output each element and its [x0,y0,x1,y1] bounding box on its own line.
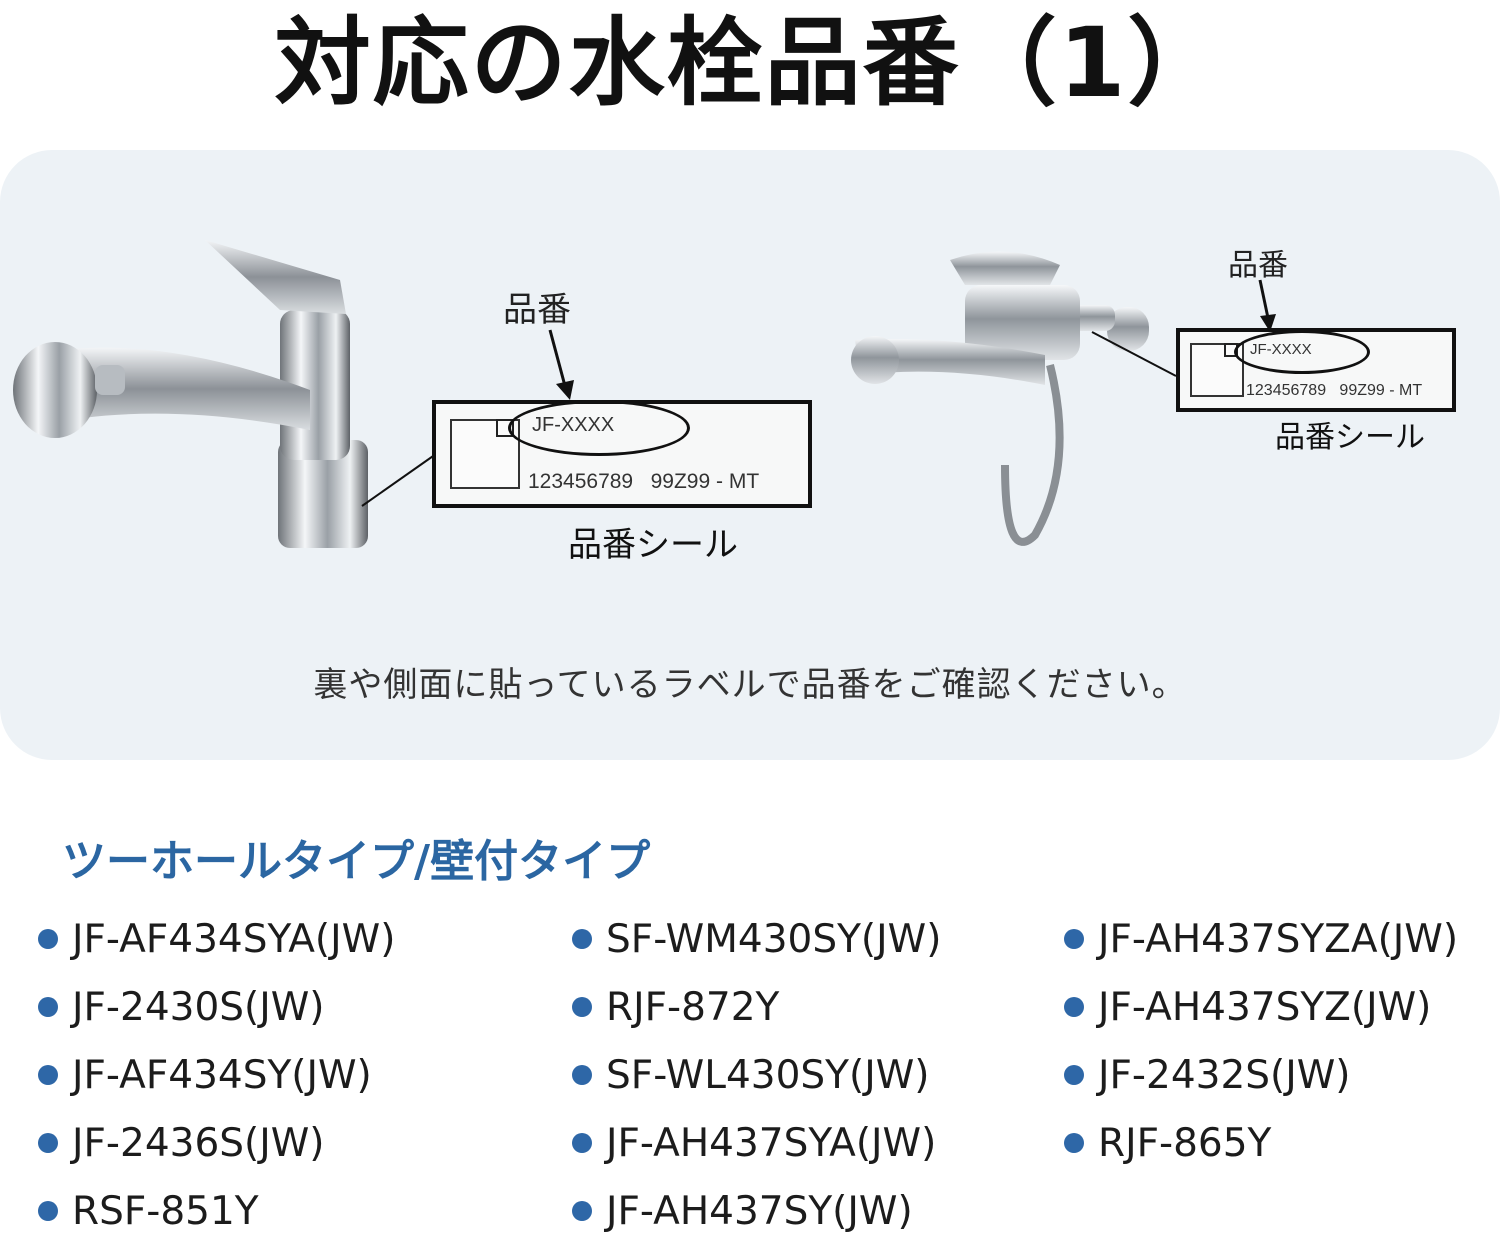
bullet-icon [38,1201,58,1221]
product-label-caption-right: 品番シール [1275,420,1425,455]
list-item: JF-AF434SYA(JW) [38,905,395,973]
page-title: 対応の水栓品番（1） [274,7,1226,119]
bullet-icon [38,929,58,949]
leader-line-left [361,453,437,507]
product-label-sticker-left: JF-XXXX 123456789 99Z99 - MT [432,400,812,508]
list-item: RJF-872Y [572,973,941,1041]
product-number-tag-right: 品番 [1228,248,1288,283]
wall-mount-faucet-image [851,251,1149,546]
section-heading: ツーホールタイプ/壁付タイプ [62,836,651,887]
bullet-icon [572,1201,592,1221]
list-item: JF-2436S(JW) [38,1109,395,1177]
list-item: JF-AH437SYZ(JW) [1064,973,1458,1041]
bullet-icon [38,997,58,1017]
list-item: JF-2432S(JW) [1064,1041,1458,1109]
pullout-faucet-image [13,240,368,548]
label-code: JF-XXXX [1250,341,1312,358]
list-item: JF-AH437SYA(JW) [572,1109,941,1177]
bullet-icon [572,997,592,1017]
product-label-caption-left: 品番シール [568,525,738,565]
list-item: JF-AF434SY(JW) [38,1041,395,1109]
bullet-icon [1064,997,1084,1017]
leader-line-right [1091,331,1177,377]
label-serial: 123456789 99Z99 - MT [1246,382,1423,399]
bullet-icon [1064,1133,1084,1153]
pointer-arrow-left [548,329,574,400]
code-highlight-oval [1234,330,1370,374]
label-code: JF-XXXX [532,414,615,436]
list-item: RJF-865Y [1064,1109,1458,1177]
list-item: SF-WM430SY(JW) [572,905,941,973]
list-item: JF-AH437SY(JW) [572,1177,941,1245]
model-list-column-1: JF-AF434SYA(JW) JF-2430S(JW) JF-AF434SY(… [38,905,395,1245]
product-label-sticker-right: JF-XXXX 123456789 99Z99 - MT [1176,328,1456,412]
code-highlight-oval [508,400,690,456]
label-serial: 123456789 99Z99 - MT [528,470,760,493]
list-item: JF-2430S(JW) [38,973,395,1041]
list-item: RSF-851Y [38,1177,395,1245]
bullet-icon [572,929,592,949]
bullet-icon [38,1133,58,1153]
bullet-icon [572,1065,592,1085]
model-list-column-2: SF-WM430SY(JW) RJF-872Y SF-WL430SY(JW) J… [572,905,941,1245]
model-list-column-3: JF-AH437SYZA(JW) JF-AH437SYZ(JW) JF-2432… [1064,905,1458,1177]
faucet-illustration-panel: 品番 JF-XXXX 123456789 99Z99 - MT 品番シール [0,150,1500,760]
bullet-icon [572,1133,592,1153]
product-number-tag-left: 品番 [503,290,571,330]
list-item: JF-AH437SYZA(JW) [1064,905,1458,973]
pointer-arrow-right [1258,279,1276,332]
bullet-icon [1064,1065,1084,1085]
list-item: SF-WL430SY(JW) [572,1041,941,1109]
check-label-instruction: 裏や側面に貼っているラベルで品番をご確認ください。 [313,665,1187,705]
bullet-icon [38,1065,58,1085]
bullet-icon [1064,929,1084,949]
